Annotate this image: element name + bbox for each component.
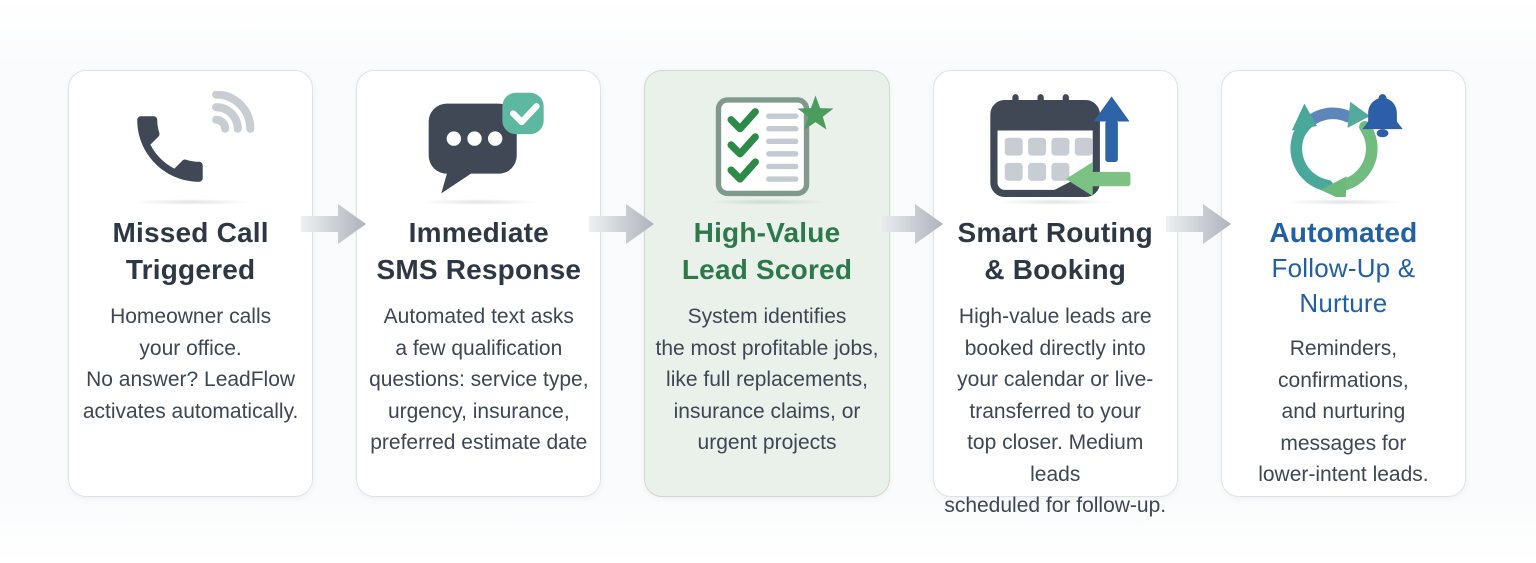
step-title: Immediate SMS Response [376, 217, 582, 286]
step-description: Reminders, confirmations, and nurturing … [1258, 337, 1429, 487]
flow-arrow-icon [1165, 204, 1231, 244]
icon-shadow [708, 199, 826, 205]
step-title: Automated Follow-Up & Nurture [1269, 217, 1418, 318]
flow-arrow-icon [301, 204, 367, 244]
cycle-arrows [1290, 107, 1378, 192]
bell-icon [1362, 94, 1404, 138]
checklist-rows [727, 108, 799, 183]
icon-shadow [1284, 199, 1403, 205]
step-description: High-value leads are booked directly int… [944, 305, 1167, 518]
connector-gap [877, 70, 943, 497]
check-badge-icon [502, 92, 544, 135]
ringing-waves-icon [211, 91, 254, 133]
icon-shadow [419, 199, 538, 205]
icon-shadow [996, 199, 1115, 205]
cycle-bell-nurture-icon [1290, 94, 1404, 197]
checklist-star-icon [715, 95, 834, 197]
step-card-missed-call: Missed Call Triggered Homeowner calls yo… [68, 70, 314, 497]
step-card-sms-response: Immediate SMS Response Automated text as… [356, 70, 602, 497]
calendar-routing-arrows-icon [990, 91, 1131, 197]
calendar-date-squares [1004, 137, 1093, 181]
flow-steps-row: Missed Call Triggered Homeowner calls yo… [68, 70, 1467, 517]
step-card-lead-scored: High-Value Lead Scored System identifies… [644, 70, 890, 497]
step-title: High-Value Lead Scored [681, 217, 853, 286]
step-title: Missed Call Triggered [112, 217, 269, 286]
step-card-smart-routing: Smart Routing & Booking High-value leads… [932, 70, 1178, 517]
step-description: Automated text asks a few qualification … [369, 305, 589, 455]
connector-gap [1165, 70, 1231, 497]
step-description: Homeowner calls your office. No answer? … [82, 305, 299, 423]
arrow-left-icon [1065, 161, 1131, 197]
star-icon [797, 95, 834, 130]
icon-shadow [131, 199, 250, 205]
step-title: Smart Routing & Booking [957, 217, 1153, 286]
step-description: System identifies the most profitable jo… [655, 305, 879, 455]
connector-gap [301, 70, 367, 497]
step-card-follow-up-nurture: Automated Follow-Up & Nurture Reminders,… [1220, 70, 1467, 497]
connector-gap [589, 70, 655, 497]
flow-arrow-icon [589, 204, 655, 244]
sms-chat-bubble-check-icon [428, 92, 544, 194]
missed-call-phone-icon [136, 91, 254, 182]
flow-arrow-icon [877, 204, 943, 244]
arrow-up-icon [1093, 96, 1130, 162]
